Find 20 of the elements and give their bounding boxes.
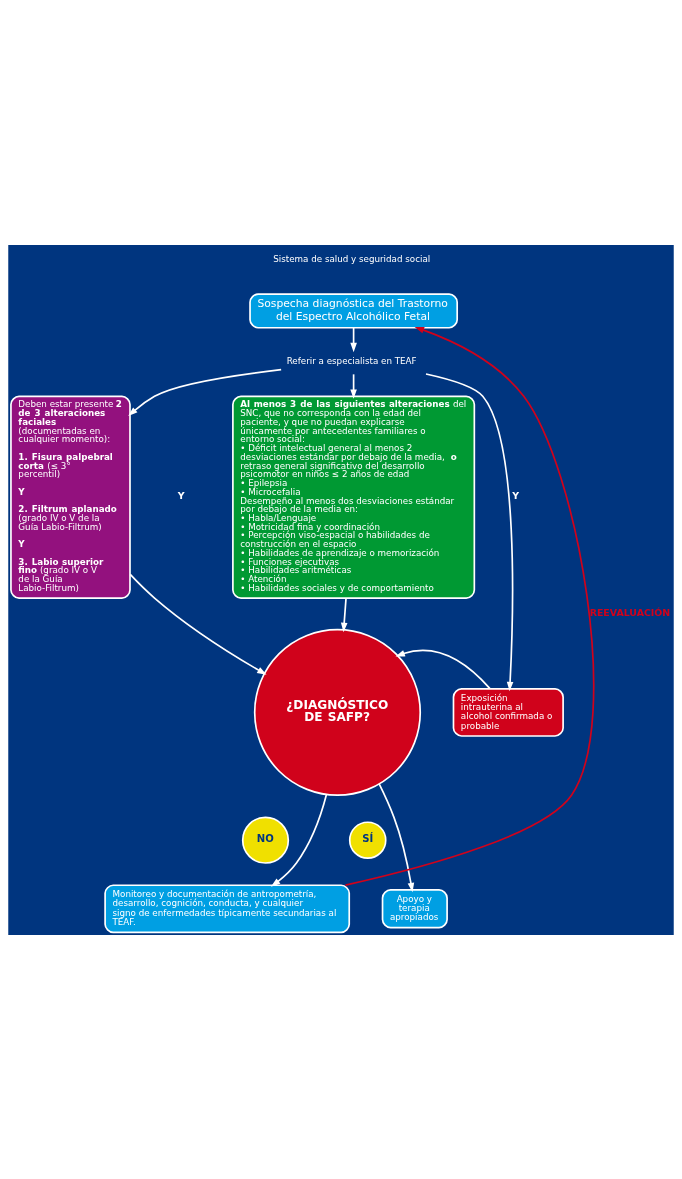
arrow — [270, 793, 328, 887]
node-circle: NO — [241, 816, 290, 864]
edge-label: Y — [512, 489, 520, 501]
arrow — [128, 368, 282, 416]
node-label: Sistema de salud y seguridad social — [273, 253, 431, 264]
node-box: Apoyo y terapia apropiados — [381, 888, 448, 928]
node-box: Monitoreo y documentación de antropometría, desarrollo, cognición, conducta, y cualquier signo de enfermedades típicamente secundarias al TEAF. — [104, 883, 351, 933]
label: Y — [177, 489, 185, 501]
arrow — [395, 649, 491, 689]
node-box: Al menos 3 de las siguientes alteraciones del SNC, que no corresponda con la edad del paciente, y que no puedan explicarse únicamente por antecedentes familiares o entorno social: • Déficit intelectual general al menos 2 desviaciones estándar por debajo de la media, o retraso general significativo del desarrollo psicomotor en niños ≤ 2 años de edad • Epilepsia • Microcefalia Desempeño al menos dos desviaciones estándar por debajo de la media en: • Habla/Lenguaje • Motricidad fina y coordinación • Percepción viso-espacial o habilidades de construcción en el espacio • Habilidades de aprendizaje o memorización • Funciones ejecutivas • Habilidades aritméticas • Atención • Habilidades sociales y de comportamiento — [232, 395, 476, 599]
arrow — [378, 782, 415, 892]
arrow — [129, 573, 267, 675]
node-circle: SÍ — [348, 820, 387, 859]
arrow — [425, 372, 514, 691]
node-box: Sospecha diagnóstica del Trastorno del Espectro Alcohólico Fetal — [249, 292, 458, 329]
edge-label: REEVALUACIÓN — [589, 606, 671, 618]
node-box: Deben estar presente 2 de 3 alteraciones faciales (documentadas en cualquier momento): 1. Fisura palpebral corta (≤ 3° percentil) Y 2. Filtrum aplanado (grado IV o V de la Guía Labio-Filtrum) Y 3. Labio superior fino (grado IV o V de la Guía Labio-Filtrum) — [10, 395, 131, 599]
node-text: Referir a especialista en TEAF — [286, 355, 417, 366]
arrow — [340, 596, 348, 632]
node-box: Exposición intrauterina al alcohol confirmada o probable — [452, 687, 564, 737]
